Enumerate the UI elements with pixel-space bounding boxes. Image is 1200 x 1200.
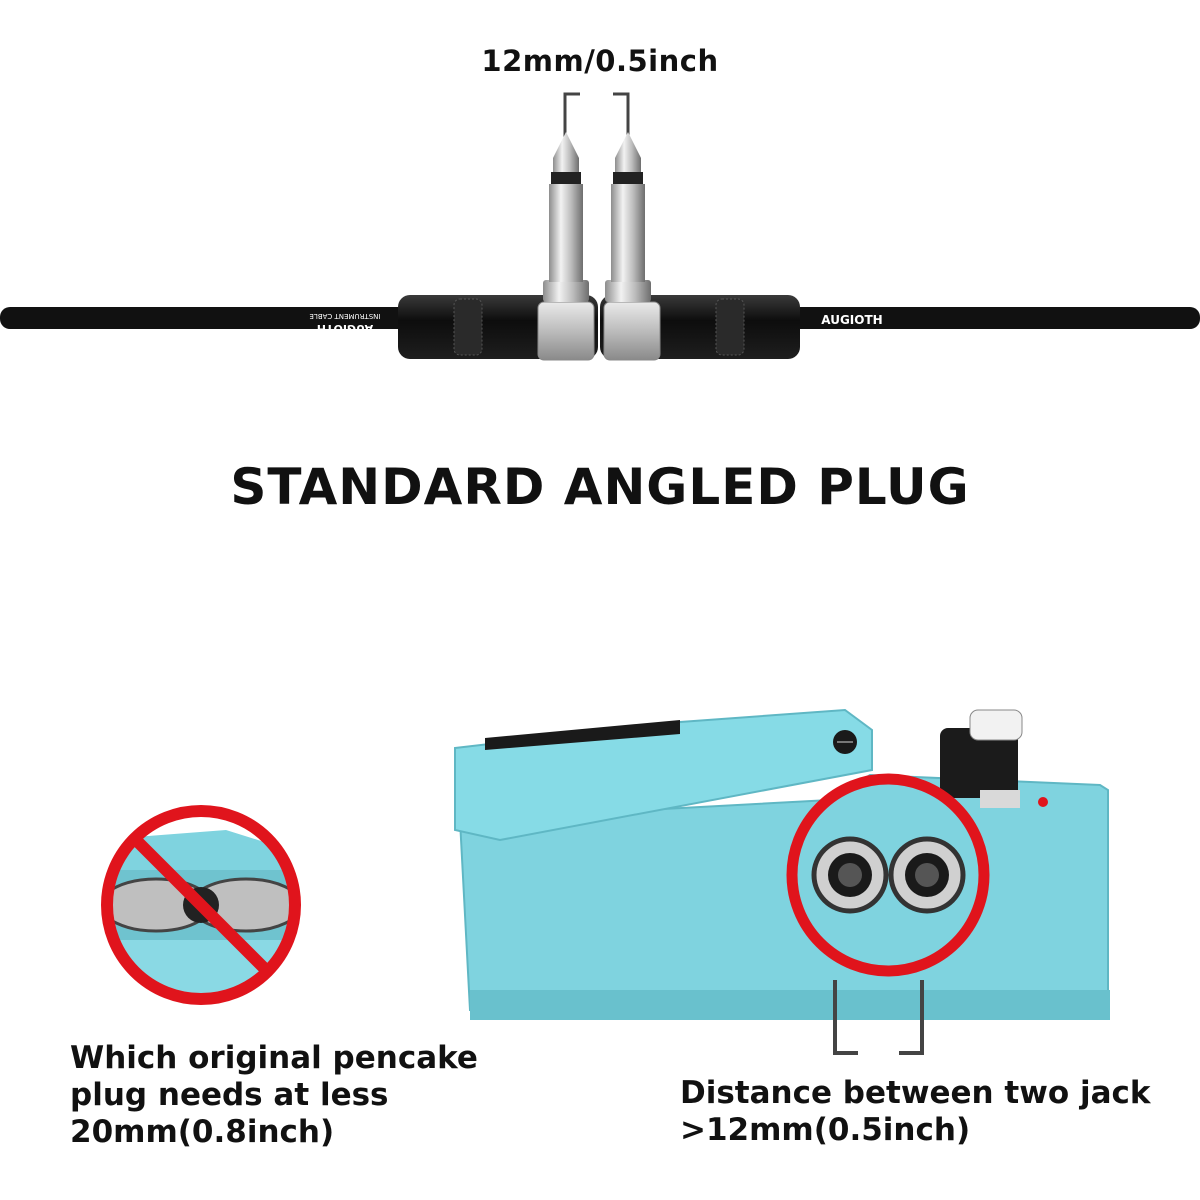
caption-line: 20mm(0.8inch) [70, 1114, 335, 1150]
no-pancake-plug-icon [101, 805, 301, 1005]
output-jack [888, 836, 966, 914]
caption-line: Which original pencake [70, 1040, 478, 1076]
pedal-base [470, 990, 1110, 1020]
svg-text:INSTRUMENT CABLE: INSTRUMENT CABLE [309, 312, 380, 320]
caption-line: >12mm(0.5inch) [680, 1112, 971, 1148]
cable-brand-right: AUGIOTH INSTRUMENT CABLE [816, 313, 887, 336]
cable-brand-left: AUGIOTH INSTRUMENT CABLE [309, 312, 380, 335]
dimension-bracket [563, 92, 630, 138]
pancake-plug-caption: Which original pencake plug needs at les… [70, 1040, 490, 1151]
jack-distance-caption: Distance between two jack >12mm(0.5inch) [680, 1075, 1150, 1149]
cable-right [780, 307, 1200, 329]
jack-tip-right [605, 132, 651, 302]
jack-distance-bracket [833, 980, 924, 1055]
svg-text:AUGIOTH: AUGIOTH [821, 313, 882, 327]
knurl-left [453, 298, 483, 356]
caption-line: Distance between two jack [680, 1075, 1151, 1111]
jack-highlight-ring [786, 773, 990, 977]
angled-plug-cable-illustration: AUGIOTH INSTRUMENT CABLE AUGIOTH INSTRUM… [0, 92, 1200, 361]
cable-left [0, 307, 420, 329]
input-jack [811, 836, 889, 914]
effects-pedal-illustration [454, 708, 1110, 1055]
plug-housing-left [537, 301, 595, 361]
svg-text:INSTRUMENT CABLE: INSTRUMENT CABLE [816, 328, 887, 336]
plug-housing-right [603, 301, 661, 361]
svg-text:AUGIOTH: AUGIOTH [317, 322, 373, 335]
headline: STANDARD ANGLED PLUG [230, 458, 970, 516]
jack-tip-left [543, 132, 589, 302]
top-dimension-label: 12mm/0.5inch [481, 44, 719, 78]
caption-line: plug needs at less [70, 1077, 389, 1113]
pedal-knob [940, 728, 1018, 798]
knurl-right [715, 298, 745, 356]
